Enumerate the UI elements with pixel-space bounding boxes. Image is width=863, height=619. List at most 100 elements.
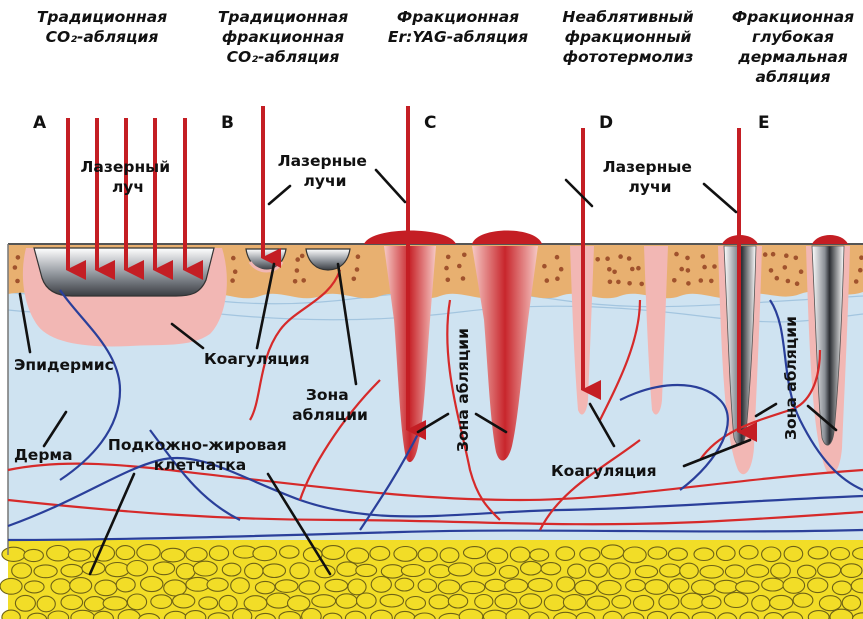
laser-beams-label-b: Лазерные лучи [278, 152, 373, 190]
fat-cell-icon [371, 577, 391, 593]
fat-cell-icon [61, 564, 83, 577]
melanin-dot-icon [712, 264, 717, 269]
melanin-dot-icon [352, 277, 357, 282]
fat-cell-icon [255, 581, 275, 593]
fat-cell-icon [406, 597, 426, 610]
fat-cell-icon [34, 565, 57, 578]
fat-cell-icon [841, 564, 862, 578]
fat-cell-icon [199, 597, 218, 609]
melanin-dot-icon [799, 269, 804, 274]
fat-cell-icon [141, 576, 163, 591]
fat-cell-icon [528, 578, 552, 591]
fat-cell-icon [771, 563, 791, 578]
fat-cell-icon [635, 566, 657, 578]
fat-cell-icon [302, 609, 322, 619]
fat-cell-icon [832, 581, 851, 595]
column-letter-d: D [599, 113, 613, 133]
fat-cell-icon [752, 596, 770, 612]
melanin-dot-icon [699, 278, 704, 283]
fat-cell-icon [601, 545, 623, 559]
fat-cell-icon [176, 564, 195, 580]
fat-cell-icon [440, 548, 459, 563]
fat-cell-icon [612, 595, 631, 608]
fat-cell-icon [137, 545, 160, 561]
fat-cell-icon [717, 546, 736, 560]
melanin-dot-icon [618, 254, 623, 259]
surface-plume-e2 [812, 235, 848, 244]
melanin-dot-icon [771, 252, 776, 257]
fat-cell-icon [798, 565, 816, 578]
melanin-dot-icon [775, 276, 780, 281]
fat-cell-icon [842, 595, 860, 610]
fat-cell-icon [609, 563, 630, 579]
fat-cell-icon [626, 579, 646, 591]
melanin-dot-icon [783, 265, 788, 270]
fat-cell-icon [544, 595, 565, 611]
fat-cell-icon [464, 547, 486, 559]
fat-cell-icon [186, 577, 210, 591]
ablation-zone-label-e: Зона абляции [782, 316, 800, 440]
fat-cell-icon [51, 579, 70, 594]
melanin-dot-icon [686, 281, 691, 286]
melanin-dot-icon [446, 278, 451, 283]
fat-cell-icon [116, 578, 135, 592]
fat-cell-icon [418, 579, 436, 592]
column-letter-e: E [758, 113, 770, 133]
melanin-dot-icon [858, 268, 863, 273]
melanin-dot-icon [607, 267, 612, 272]
melanin-dot-icon [293, 279, 298, 284]
fat-cell-icon [401, 565, 425, 577]
column-letter-b: B [221, 113, 234, 133]
melanin-dot-icon [230, 278, 235, 283]
melanin-dot-icon [702, 265, 707, 270]
fat-cell-icon [127, 594, 146, 610]
fat-cell-icon [231, 578, 250, 594]
melanin-dot-icon [630, 267, 635, 272]
column-letter-c: C [424, 113, 436, 133]
fat-cell-icon [394, 547, 417, 562]
fat-cell-icon [348, 579, 366, 595]
fat-cell-icon [12, 563, 32, 578]
fat-cell-icon [762, 547, 781, 562]
fat-cell-icon [24, 549, 44, 561]
fat-cell-icon [290, 563, 309, 579]
fat-cell-icon [645, 580, 668, 595]
fat-cell-icon [660, 564, 681, 577]
fat-cell-icon [164, 580, 187, 596]
fat-cell-icon [47, 546, 70, 561]
melanin-dot-icon [679, 267, 684, 272]
fat-cell-icon [381, 565, 404, 578]
fat-cell-icon [245, 563, 263, 578]
fat-cell-icon [623, 547, 646, 563]
melanin-dot-icon [701, 254, 706, 259]
laser-beams-label-d: Лазерные лучи [603, 158, 698, 196]
melanin-dot-icon [763, 252, 768, 257]
fat-cell-icon [487, 548, 508, 563]
fat-cell-icon [568, 564, 586, 578]
melanin-dot-icon [555, 255, 560, 260]
fat-cell-icon [783, 578, 805, 594]
melanin-dot-icon [608, 280, 613, 285]
fat-cell-icon [116, 546, 135, 560]
melanin-dot-icon [636, 266, 641, 271]
fat-cell-icon [68, 549, 90, 561]
fat-cell-icon [563, 595, 585, 610]
melanin-dot-icon [233, 269, 238, 274]
melanin-dot-icon [301, 278, 306, 283]
fat-cell-icon [831, 548, 850, 560]
fat-cell-icon [681, 593, 704, 609]
coagulation-label-d: Коагуляция [551, 462, 657, 480]
fat-cell-icon [520, 594, 542, 609]
fat-cell-icon [556, 547, 575, 561]
fat-cell-icon [186, 548, 207, 562]
fat-cell-icon [222, 563, 241, 576]
fat-cell-icon [70, 578, 92, 594]
ablation-zone-label-c: Зона абляции [454, 328, 472, 452]
melanin-dot-icon [446, 255, 451, 260]
melanin-dot-icon [639, 282, 644, 287]
melanin-dot-icon [672, 278, 677, 283]
fat-cell-icon [495, 594, 517, 609]
fat-cell-icon [474, 563, 496, 576]
